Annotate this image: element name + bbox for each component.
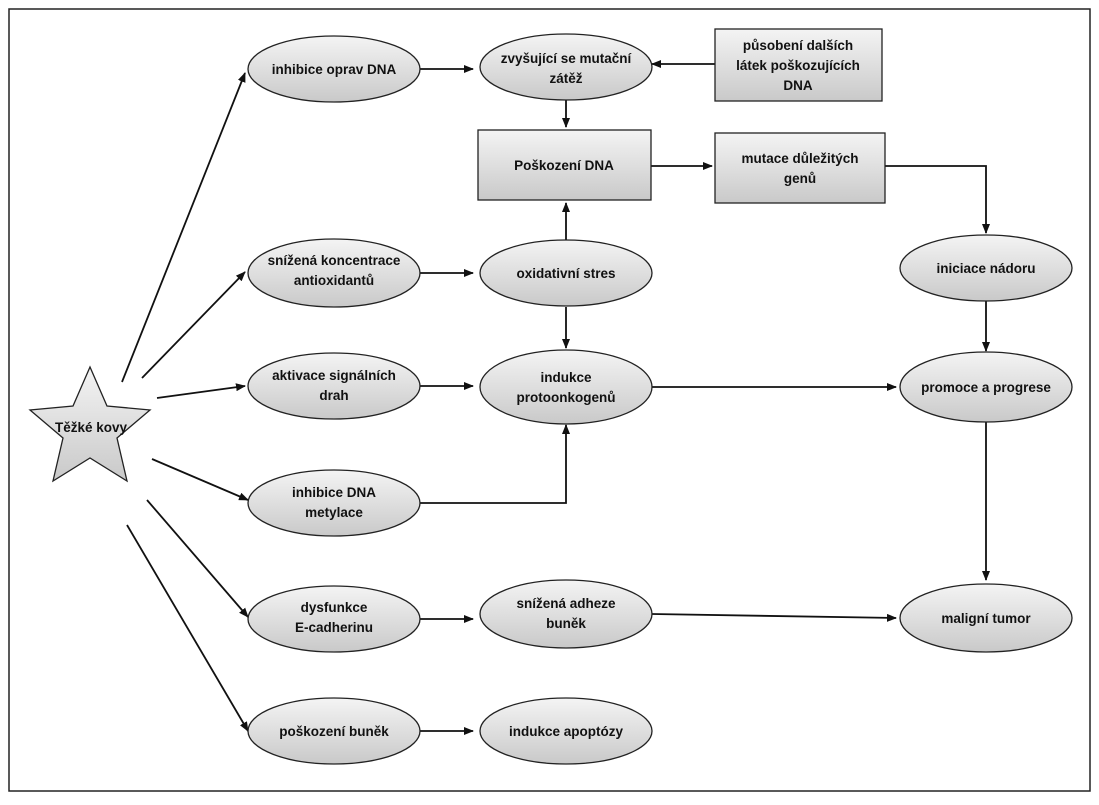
node-mutace-genu-shape [714, 132, 886, 204]
edge-star-metylace [151, 458, 249, 501]
node-signalni-drahy-line-1: aktivace signálních [272, 368, 396, 383]
node-poskozeni-dna-label: Poškození DNA [514, 158, 614, 173]
node-antioxidanty-shape [247, 238, 421, 308]
node-poskozeni-bunek: poškození buněk [247, 697, 421, 765]
node-poskozeni-bunek-label: poškození buněk [279, 724, 389, 739]
node-promoce: promoce a progrese [899, 351, 1073, 423]
edge-star-e-cadherin [146, 499, 249, 618]
node-adheze-line-2: buněk [546, 616, 586, 631]
node-protoonkogeny-line-2: protoonkogenů [517, 390, 616, 405]
star-node: Těžké kovy [28, 365, 152, 483]
node-protoonkogeny: indukce protoonkogenů [479, 349, 653, 425]
node-mutace-genu: mutace důležitých genů [714, 132, 886, 204]
node-adheze-line-1: snížená adheze [516, 596, 616, 611]
node-antioxidanty-line-1: snížená koncentrace [268, 253, 401, 268]
node-mutacni-zatez-line-2: zátěž [549, 71, 582, 86]
edge-adheze-tumor [651, 613, 897, 622]
node-signalni-drahy: aktivace signálních drah [247, 352, 421, 420]
node-e-cadherin-shape [247, 585, 421, 653]
node-antioxidanty-line-2: antioxidantů [294, 273, 374, 288]
node-poskozeni-dna-shape [477, 129, 652, 201]
node-antioxidanty: snížená koncentrace antioxidantů [247, 238, 421, 308]
node-mutacni-zatez-line-1: zvyšující se mutační [501, 51, 633, 66]
node-metylace-shape [247, 469, 421, 537]
node-mutacni-zatez-shape [479, 33, 653, 101]
node-iniciace-label: iniciace nádoru [936, 261, 1035, 276]
node-mutace-genu-line-2: genů [784, 171, 816, 186]
node-oxidativni-stres: oxidativní stres [479, 239, 653, 307]
node-iniciace-shape [899, 234, 1073, 302]
node-metylace-line-2: metylace [305, 505, 363, 520]
node-dalsi-latky-line-2: látek poškozujících [736, 58, 860, 73]
node-inhibice-oprav: inhibice oprav DNA [247, 35, 421, 103]
node-promoce-label: promoce a progrese [921, 380, 1051, 395]
node-adheze-shape [479, 579, 653, 649]
node-oxidativni-stres-shape [479, 239, 653, 307]
node-metylace: inhibice DNA metylace [247, 469, 421, 537]
node-dalsi-latky-shape [714, 28, 883, 102]
node-inhibice-oprav-label: inhibice oprav DNA [272, 62, 397, 77]
node-oxidativni-stres-label: oxidativní stres [516, 266, 615, 281]
edge-star-signalni-drahy [156, 383, 246, 399]
node-signalni-drahy-line-2: drah [319, 388, 348, 403]
node-apoptoza-shape [479, 697, 653, 765]
node-e-cadherin-line-2: E-cadherinu [295, 620, 373, 635]
node-iniciace: iniciace nádoru [899, 234, 1073, 302]
edge-metylace-protoonkogeny [420, 424, 570, 504]
node-protoonkogeny-shape [479, 349, 653, 425]
outer-frame [8, 8, 1091, 792]
node-protoonkogeny-line-1: indukce [540, 370, 592, 385]
edge-star-poskozeni-bunek [126, 524, 249, 732]
star-shape [28, 365, 152, 483]
node-poskozeni-bunek-shape [247, 697, 421, 765]
node-dalsi-latky: působení dalších látek poškozujících DNA [714, 28, 883, 102]
node-tumor: maligní tumor [899, 583, 1073, 653]
node-mutace-genu-line-1: mutace důležitých [741, 151, 858, 166]
node-mutacni-zatez: zvyšující se mutační zátěž [479, 33, 653, 101]
node-metylace-line-1: inhibice DNA [292, 485, 376, 500]
node-promoce-shape [899, 351, 1073, 423]
node-dalsi-latky-line-3: DNA [783, 78, 812, 93]
edge-mutace-genu-iniciace [885, 165, 990, 234]
edge-star-inhibice-oprav [121, 72, 246, 383]
node-signalni-drahy-shape [247, 352, 421, 420]
node-poskozeni-dna: Poškození DNA [477, 129, 652, 201]
node-tumor-shape [899, 583, 1073, 653]
node-inhibice-oprav-shape [247, 35, 421, 103]
edges [121, 60, 990, 735]
node-adheze: snížená adheze buněk [479, 579, 653, 649]
star-label: Těžké kovy [55, 420, 128, 435]
edge-star-antioxidanty [141, 271, 246, 379]
node-dalsi-latky-line-1: působení dalších [743, 38, 853, 53]
node-apoptoza-label: indukce apoptózy [509, 724, 624, 739]
node-tumor-label: maligní tumor [941, 611, 1031, 626]
node-e-cadherin-line-1: dysfunkce [301, 600, 368, 615]
node-apoptoza: indukce apoptózy [479, 697, 653, 765]
node-e-cadherin: dysfunkce E-cadherinu [247, 585, 421, 653]
